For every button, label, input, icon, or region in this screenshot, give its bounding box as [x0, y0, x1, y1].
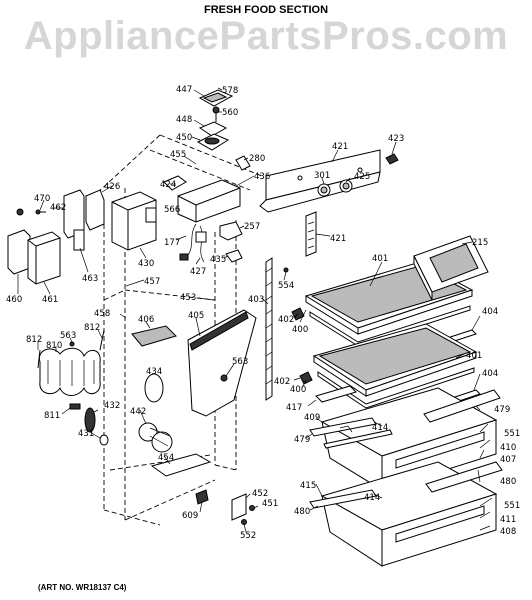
callout-407: 407 — [500, 455, 516, 465]
callout-421-top: 421 — [332, 142, 348, 152]
callout-430: 430 — [138, 259, 154, 269]
callout-432: 432 — [104, 401, 120, 411]
callout-409: 409 — [304, 413, 320, 423]
callout-414-upper: 414 — [372, 423, 388, 433]
evaporator-parts — [84, 309, 257, 477]
leader-lines — [17, 87, 493, 533]
bottom-brackets — [195, 489, 255, 525]
callout-406: 406 — [138, 315, 154, 325]
callout-402-upper: 402 — [278, 315, 294, 325]
callout-401-upper: 401 — [372, 254, 388, 264]
callout-461: 461 — [42, 295, 58, 305]
callout-434: 434 — [146, 367, 162, 377]
callout-554: 554 — [278, 281, 294, 291]
callout-436: 436 — [254, 172, 270, 182]
callout-403: 403 — [248, 295, 264, 305]
callout-labels: 447 578 448 560 450 455 280 421 423 470 … — [6, 85, 520, 541]
callout-479-left: 479 — [294, 435, 310, 445]
callout-280: 280 — [249, 154, 265, 164]
callout-404-lower: 404 — [482, 369, 498, 379]
callout-410: 410 — [500, 443, 516, 453]
callout-455: 455 — [170, 150, 186, 160]
callout-402-lower: 402 — [274, 377, 290, 387]
callout-812-right: 812 — [84, 323, 100, 333]
callout-453: 453 — [180, 293, 196, 303]
callout-480-left: 480 — [294, 507, 310, 517]
callout-423: 423 — [388, 134, 404, 144]
callout-458: 458 — [94, 309, 110, 319]
shelf-ladder — [265, 257, 289, 401]
watermark-logo: AppliancePartsPros.com — [23, 14, 509, 58]
callout-414-lower: 414 — [364, 493, 380, 503]
callout-462: 462 — [50, 203, 66, 213]
callout-457: 457 — [144, 277, 160, 287]
control-housing — [85, 155, 251, 263]
callout-552: 552 — [240, 531, 256, 541]
callout-563-right: 563 — [232, 357, 248, 367]
light-housing-parts — [196, 89, 234, 151]
callout-411: 411 — [500, 515, 516, 525]
callout-609: 609 — [182, 511, 198, 521]
callout-448: 448 — [176, 115, 192, 125]
callout-551-upper: 551 — [504, 429, 520, 439]
callout-424: 424 — [160, 180, 176, 190]
callout-578: 578 — [222, 86, 238, 96]
heater-parts — [37, 329, 105, 410]
callout-480-right: 480 — [500, 477, 516, 487]
callout-401-lower: 401 — [466, 351, 482, 361]
lower-shelf — [299, 323, 481, 419]
callout-417: 417 — [286, 403, 302, 413]
callout-425: 425 — [354, 172, 370, 182]
callout-470: 470 — [34, 194, 50, 204]
callout-479-right: 479 — [494, 405, 510, 415]
callout-551-lower: 551 — [504, 501, 520, 511]
callout-177: 177 — [164, 238, 180, 248]
callout-451: 451 — [262, 499, 278, 509]
bin-215 — [413, 235, 489, 301]
callout-812-left: 812 — [26, 335, 42, 345]
callout-215: 215 — [472, 238, 488, 248]
callout-257: 257 — [244, 222, 260, 232]
callout-454: 454 — [158, 453, 174, 463]
callout-810: 810 — [46, 341, 62, 351]
control-panel — [259, 149, 399, 257]
callout-447: 447 — [176, 85, 192, 95]
callout-560: 560 — [222, 108, 238, 118]
callout-301: 301 — [314, 171, 330, 181]
callout-404-upper: 404 — [482, 307, 498, 317]
callout-415: 415 — [300, 481, 316, 491]
callout-421-bottom: 421 — [330, 234, 346, 244]
callout-566: 566 — [164, 205, 180, 215]
callout-563-left: 563 — [60, 331, 76, 341]
callout-435: 435 — [210, 255, 226, 265]
callout-408: 408 — [500, 527, 516, 537]
callout-811: 811 — [44, 411, 60, 421]
callout-460: 460 — [6, 295, 22, 305]
callout-452: 452 — [252, 489, 268, 499]
callout-400-lower: 400 — [290, 385, 306, 395]
art-number: (ART NO. WR18137 C4) — [38, 583, 127, 592]
callout-463: 463 — [82, 274, 98, 284]
callout-450: 450 — [176, 133, 192, 143]
callout-427: 427 — [190, 267, 206, 277]
crisper-drawer-lower — [309, 461, 503, 567]
callout-426: 426 — [104, 182, 120, 192]
diagram-title: FRESH FOOD SECTION — [203, 4, 329, 16]
callout-405: 405 — [188, 311, 204, 321]
left-side-parts — [7, 189, 85, 285]
callout-442: 442 — [130, 407, 146, 417]
callout-400-upper: 400 — [292, 325, 308, 335]
callout-431: 431 — [78, 429, 94, 439]
